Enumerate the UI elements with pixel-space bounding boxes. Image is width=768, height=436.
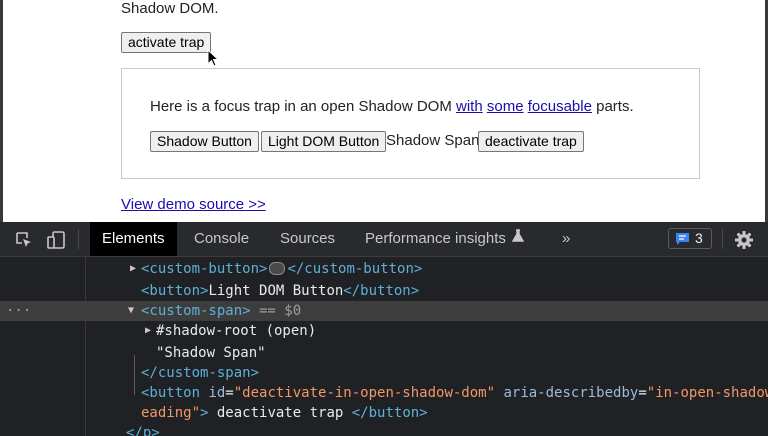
text-node: deactivate trap bbox=[208, 405, 352, 421]
view-demo-source-link[interactable]: View demo source >> bbox=[121, 196, 266, 213]
tag-close: </button> bbox=[351, 405, 428, 421]
issues-count: 3 bbox=[695, 230, 703, 246]
attr-name: aria-describedby bbox=[495, 385, 639, 401]
tree-row[interactable]: <button>Light DOM Button</button> bbox=[0, 281, 768, 301]
light-dom-button[interactable]: Light DOM Button bbox=[261, 131, 387, 152]
window-edge-left bbox=[0, 0, 3, 222]
collapsed-content-icon[interactable] bbox=[269, 261, 286, 275]
shadow-button[interactable]: Shadow Button bbox=[150, 131, 259, 152]
tag-open: <button> bbox=[141, 283, 209, 299]
web-page: Shadow DOM. activate trap Here is a focu… bbox=[0, 0, 768, 222]
expand-triangle-icon[interactable]: ▶ bbox=[145, 325, 152, 336]
dom-tree: ▶ <custom-button> </custom-button> <button… bbox=[0, 257, 768, 436]
settings-gear-icon[interactable] bbox=[734, 230, 754, 250]
tag-bracket: > bbox=[200, 405, 209, 421]
tag-close: </custom-span> bbox=[141, 365, 260, 381]
link-focusable[interactable]: focusable bbox=[527, 98, 592, 115]
text-node: "Shadow Span" bbox=[156, 345, 266, 361]
link-with[interactable]: with bbox=[456, 98, 483, 115]
tree-gutter bbox=[85, 257, 86, 436]
collapse-triangle-icon[interactable]: ▼ bbox=[128, 305, 135, 316]
activate-trap-button[interactable]: activate trap bbox=[121, 32, 212, 53]
attr-value: eading" bbox=[141, 405, 201, 421]
attr-eq: = bbox=[225, 385, 234, 401]
tag-open: <custom-button> bbox=[141, 261, 268, 277]
attr-eq: = bbox=[638, 385, 647, 401]
demo-description: Here is a focus trap in an open Shadow D… bbox=[150, 98, 634, 115]
tree-row[interactable]: "Shadow Span" bbox=[0, 343, 768, 363]
tree-row[interactable]: ▶ <custom-button> </custom-button> bbox=[0, 259, 768, 279]
tab-performance-insights-label: Performance insights bbox=[365, 230, 506, 247]
tag-close: </custom-button> bbox=[287, 261, 423, 277]
demo-text-suffix: parts. bbox=[591, 98, 634, 115]
tab-console[interactable]: Console bbox=[194, 230, 250, 247]
devtools-panel: Elements Console Sources Performance ins… bbox=[0, 222, 768, 436]
tree-row[interactable]: </custom-span> bbox=[0, 363, 768, 383]
link-some[interactable]: some bbox=[486, 98, 524, 115]
issues-badge[interactable]: 3 bbox=[668, 228, 712, 249]
tree-row[interactable]: <button id="deactivate-in-open-shadow-do… bbox=[0, 383, 768, 403]
row-menu-icon[interactable]: ··· bbox=[6, 303, 32, 319]
selected-marker: == $0 bbox=[250, 303, 302, 319]
inspect-element-icon[interactable] bbox=[14, 230, 34, 250]
experiment-flask-icon bbox=[511, 229, 525, 242]
tree-row[interactable]: ▶ #shadow-root (open) bbox=[0, 321, 768, 341]
more-tabs-button[interactable]: » bbox=[562, 230, 571, 247]
text-node: Light DOM Button bbox=[208, 283, 344, 299]
shadow-span: Shadow Span bbox=[386, 132, 480, 149]
expand-triangle-icon[interactable]: ▶ bbox=[130, 263, 137, 274]
tag-open: <custom-span> bbox=[141, 303, 251, 319]
window-edge-right bbox=[765, 0, 768, 222]
devtools-toolbar: Elements Console Sources Performance ins… bbox=[0, 222, 768, 257]
attr-value: "in-open-shadow- bbox=[646, 385, 768, 401]
tree-row[interactable]: </p> bbox=[0, 423, 768, 436]
tab-elements[interactable]: Elements bbox=[90, 222, 177, 256]
tab-sources[interactable]: Sources bbox=[280, 230, 336, 247]
toolbar-separator bbox=[722, 229, 723, 249]
shadow-root-node: #shadow-root (open) bbox=[156, 323, 317, 339]
toolbar-separator bbox=[78, 229, 79, 249]
attr-name: id bbox=[208, 385, 226, 401]
message-icon bbox=[676, 233, 689, 245]
tag-open: <button bbox=[141, 385, 209, 401]
focus-trap-demo: Here is a focus trap in an open Shadow D… bbox=[121, 68, 700, 179]
intro-text: Shadow DOM. bbox=[121, 0, 219, 17]
tag-close: </p> bbox=[126, 425, 160, 436]
tree-row-selected[interactable]: ··· ▼ <custom-span> == $0 bbox=[0, 301, 768, 321]
mouse-pointer-icon bbox=[207, 49, 220, 67]
tab-performance-insights[interactable]: Performance insights bbox=[353, 222, 536, 256]
attr-value: "deactivate-in-open-shadow-dom" bbox=[233, 385, 496, 401]
device-toolbar-icon[interactable] bbox=[46, 230, 66, 250]
tag-close: </button> bbox=[343, 283, 420, 299]
tree-guide-line bbox=[134, 355, 135, 395]
deactivate-trap-button[interactable]: deactivate trap bbox=[478, 131, 584, 152]
demo-text-prefix: Here is a focus trap in an open Shadow D… bbox=[150, 98, 456, 115]
tree-row[interactable]: eading"> deactivate trap </button> bbox=[0, 403, 768, 423]
